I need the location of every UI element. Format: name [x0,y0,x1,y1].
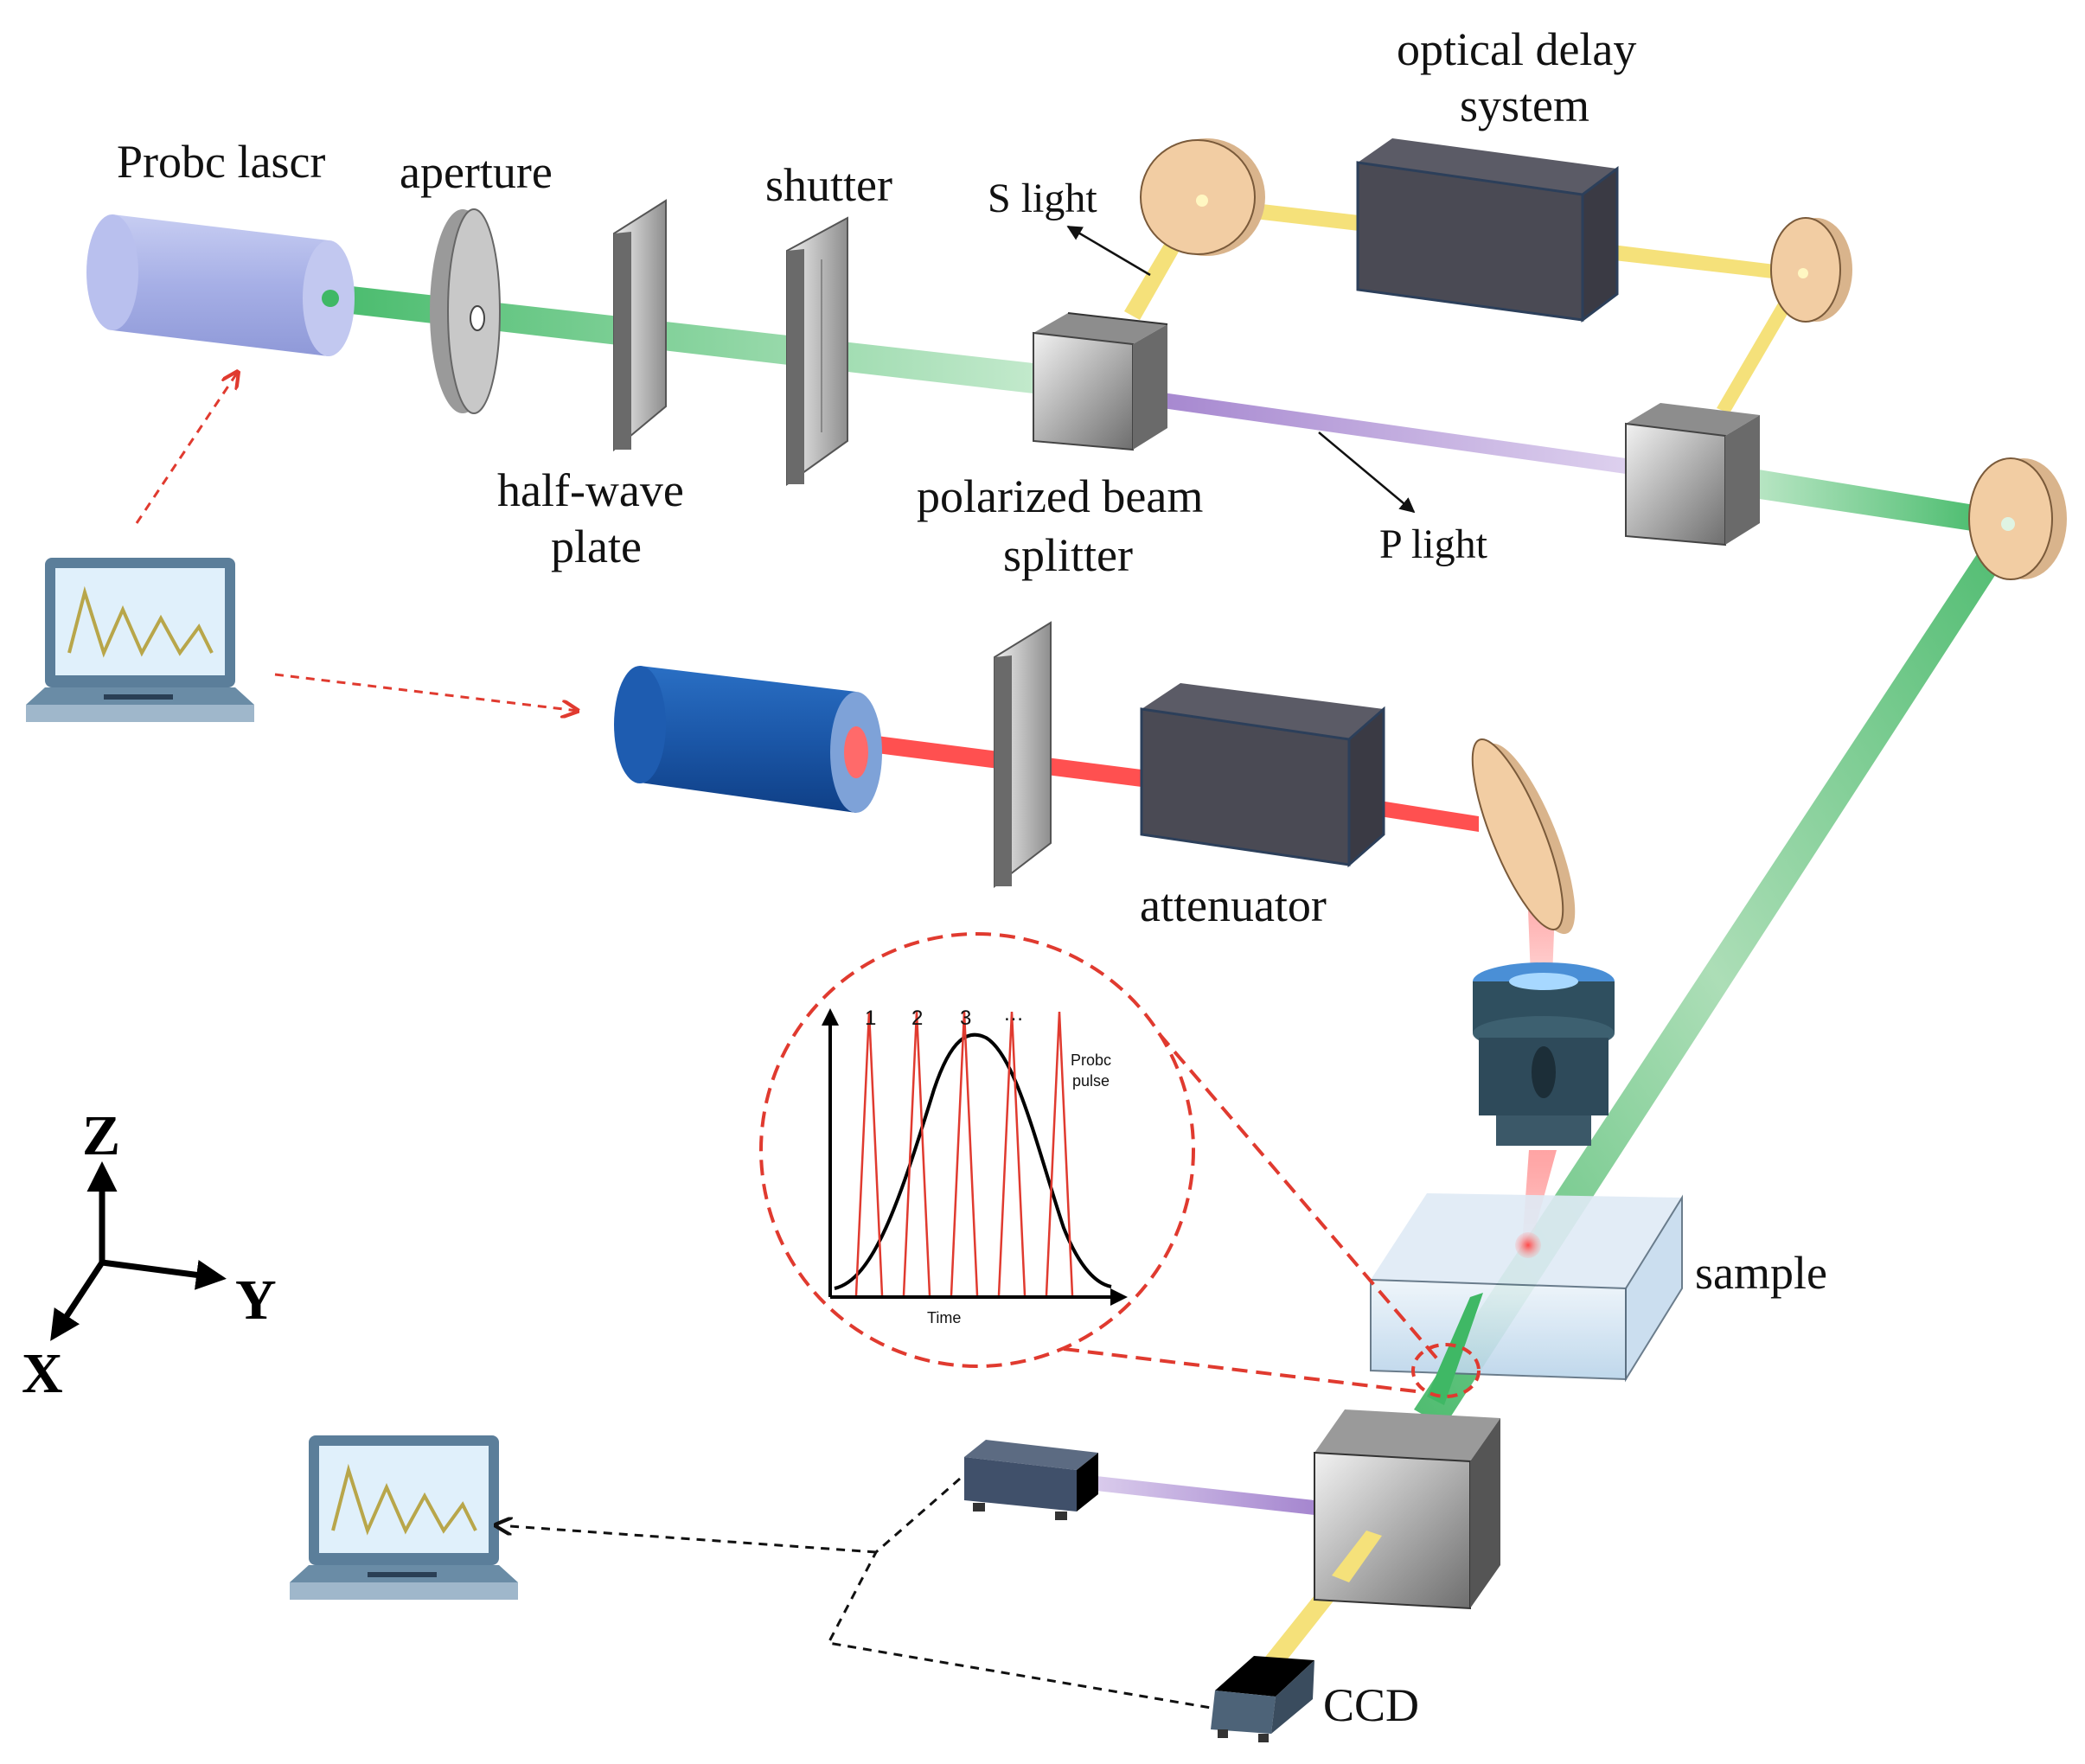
polarized-beam-splitter-2 [1625,403,1760,546]
ccd-label: CCD [1323,1679,1419,1731]
probe-laser-label: Probc lascr [117,136,325,188]
sample-block [1370,1193,1683,1405]
attenuator [1140,683,1385,868]
detector-data-line [826,1477,1212,1710]
sample-label: sample [1695,1247,1827,1299]
pbs-label: polarized beam [917,470,1203,522]
mirror-top-right [1770,217,1852,323]
coordinate-axes-icon: Z Y X [22,1104,277,1405]
mirror-pump [1471,738,1576,935]
zoom-inset: 1 2 3 … Probc pulse Time [759,932,1481,1398]
detection-beam-splitter [1314,1409,1500,1610]
shutter-label: shutter [765,159,892,211]
laptop-icon [26,558,254,722]
p-light-beam [1150,391,1626,474]
data-arrow-to-laptop [510,1526,877,1554]
probe-pulse-label-2: pulse [1072,1072,1110,1090]
ccd-camera [1211,1656,1314,1742]
time-axis-label: Time [927,1309,961,1326]
polarized-beam-splitter [1033,312,1168,451]
control-arrow-to-probe [135,372,238,524]
aperture [430,208,501,414]
probe-laser [86,214,355,356]
optical-delay-system [1356,138,1619,323]
p-light-pointer [1318,431,1416,514]
pulse-label-2: 2 [911,1007,923,1030]
half-wave-plate-label: half-wave [497,464,684,516]
pump-beam-2 [1358,797,1479,832]
objective-lens [1473,962,1615,1146]
laptop-icon [290,1435,518,1600]
signal-beam-to-detector [1081,1474,1314,1515]
photodetector [964,1440,1098,1520]
pulse-label-3: 3 [960,1007,971,1030]
pbs-label-2: splitter [1003,529,1133,581]
axis-x-label: X [22,1342,63,1405]
half-wave-plate-label-2: plate [551,521,642,572]
axis-z-label: Z [82,1104,120,1167]
pump-laser [614,666,882,813]
p-light-label: P light [1379,521,1488,567]
aperture-label: aperture [400,146,553,198]
pump-half-wave-plate [994,621,1052,889]
pump-pulse-envelope [834,1032,1112,1290]
axis-y-label: Y [235,1269,277,1332]
mirror-right [1968,457,2067,580]
probe-beam-recombined [1743,467,2006,536]
s-light-pointer [1066,225,1151,277]
optical-delay-label-2: system [1460,80,1589,131]
optical-delay-label: optical delay [1397,23,1636,75]
s-light-label: S light [988,176,1097,221]
pulse-label-1: 1 [865,1007,876,1030]
probe-pulse-label: Probc [1071,1051,1111,1069]
probe-pulse-train [854,1011,1074,1296]
shutter [786,216,848,486]
mirror-top-left [1140,138,1265,256]
control-arrow-to-pump [274,673,578,711]
probe-beam-upper [329,284,1033,393]
attenuator-label: attenuator [1140,879,1327,931]
s-light-beam-from-delay [1591,242,1803,282]
pulse-label-ellipsis: … [1003,1002,1024,1026]
half-wave-plate [613,199,667,452]
